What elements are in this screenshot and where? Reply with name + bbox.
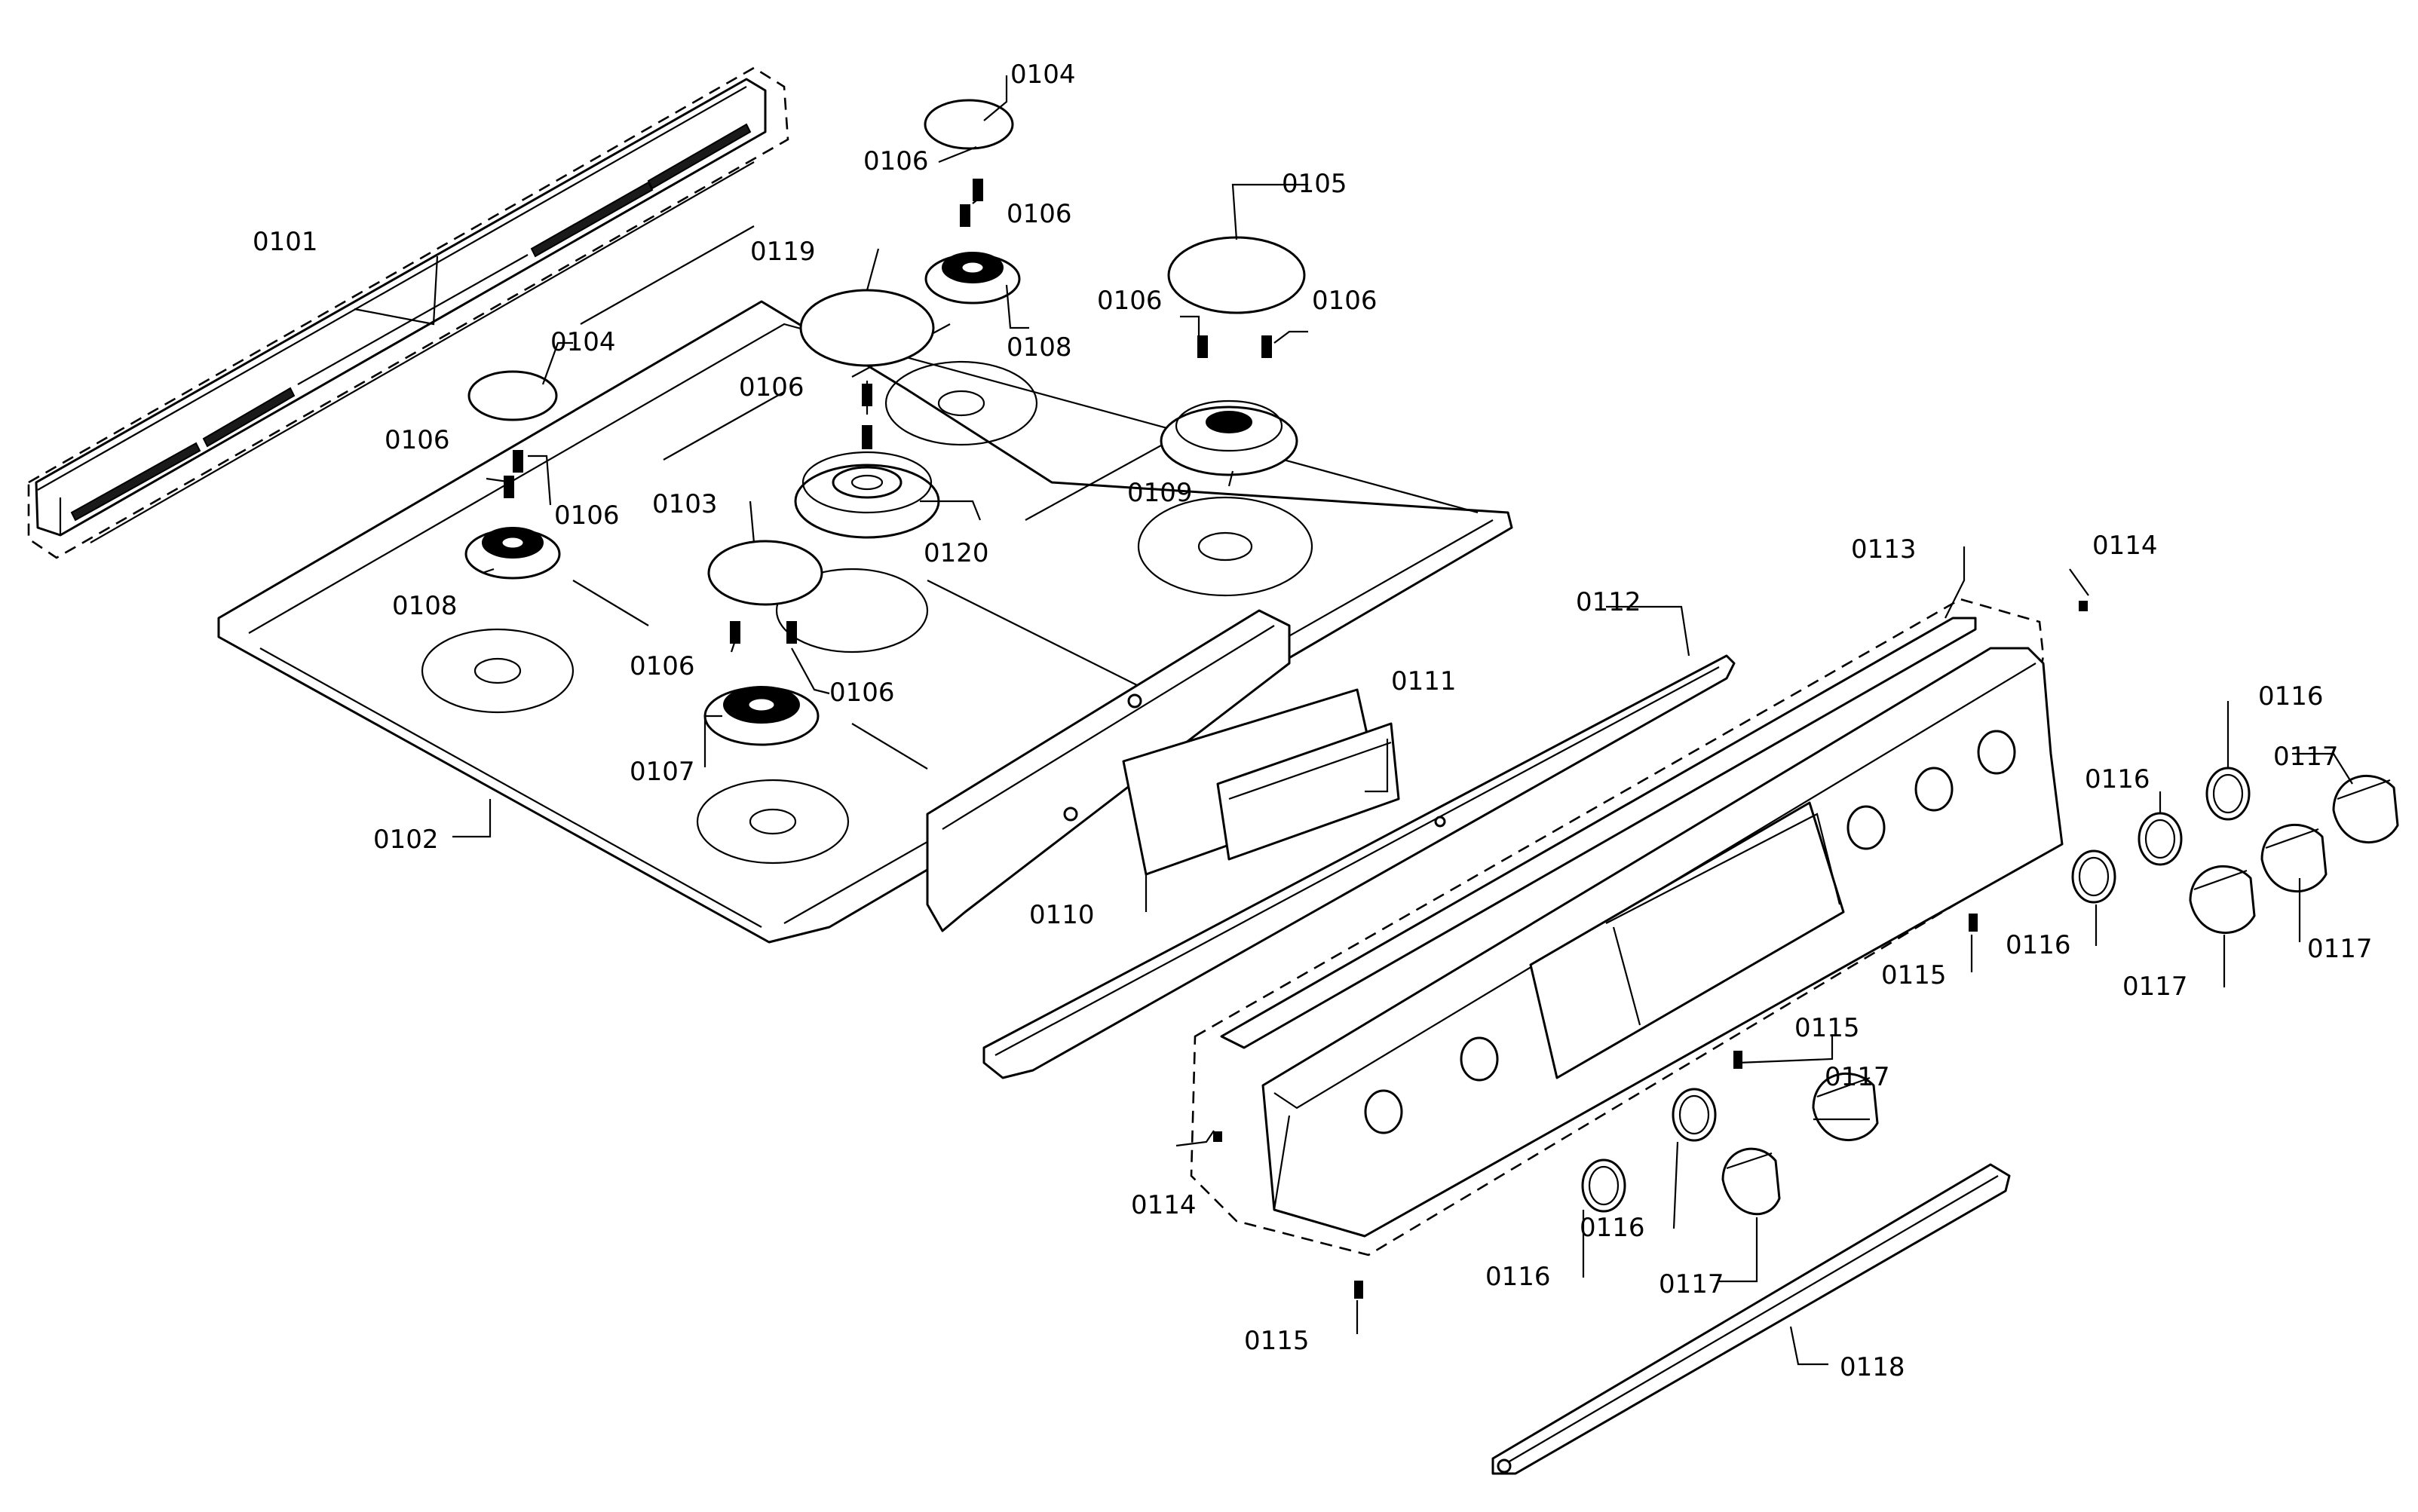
label-0109: 0109	[1127, 478, 1193, 508]
label-0116-d: 0116	[1485, 1262, 1551, 1292]
strap-0118	[1491, 1163, 2011, 1475]
label-0117-d: 0117	[1825, 1062, 1890, 1092]
label-0116-a: 0116	[2006, 930, 2071, 960]
bracket-0110	[926, 609, 1291, 932]
label-0106-c: 0106	[385, 425, 450, 455]
label-0116-b: 0116	[2085, 764, 2150, 794]
burner-head-0107	[703, 686, 820, 746]
knob-0117-group	[1721, 774, 2399, 1216]
screw-0114-0115-group	[1213, 601, 2088, 1299]
label-0115-c: 0115	[1244, 1326, 1310, 1356]
label-0101: 0101	[253, 227, 318, 257]
label-0105: 0105	[1282, 169, 1347, 199]
label-0104-top: 0104	[1010, 60, 1076, 90]
label-0114-top: 0114	[2092, 531, 2158, 561]
label-0117-a: 0117	[2273, 742, 2339, 772]
label-0108-top: 0108	[1007, 332, 1072, 363]
label-0106-h: 0106	[630, 651, 695, 681]
burner-cap-0104-left	[467, 370, 558, 421]
label-0114-bottom: 0114	[1131, 1190, 1197, 1220]
burner-cap-0119	[799, 289, 935, 367]
label-0119: 0119	[750, 237, 816, 267]
burner-head-0108-top	[924, 252, 1021, 305]
label-0107: 0107	[630, 757, 695, 787]
burner-head-0108-left	[464, 527, 561, 580]
label-0110: 0110	[1029, 900, 1095, 930]
controller-0111	[1122, 688, 1400, 876]
label-0106-e: 0106	[1097, 286, 1163, 316]
burner-cap-0103	[707, 540, 823, 606]
label-0106-g: 0106	[739, 372, 804, 402]
label-0117-b: 0117	[2307, 934, 2373, 964]
label-0102: 0102	[373, 825, 439, 855]
label-0116-e: 0116	[1580, 1213, 1645, 1243]
rail-0112	[982, 654, 1736, 1079]
label-0106-b: 0106	[1007, 199, 1072, 229]
burner-head-0120	[794, 451, 940, 539]
burner-cap-0105	[1167, 236, 1306, 314]
leader-lines	[354, 75, 2353, 1366]
cooktop-0102	[217, 225, 1513, 944]
label-0113: 0113	[1851, 534, 1917, 565]
burner-head-0109	[1160, 399, 1298, 476]
label-0117-c: 0117	[2122, 972, 2188, 1002]
label-0108-left: 0108	[392, 591, 458, 621]
knob-ring-0116-group	[1581, 767, 2251, 1213]
label-0104-left: 0104	[550, 327, 616, 357]
label-0111: 0111	[1391, 666, 1457, 696]
label-0115-a: 0115	[1881, 960, 1947, 990]
label-0115-b: 0115	[1794, 1013, 1860, 1043]
label-0118: 0118	[1840, 1352, 1905, 1382]
label-0112: 0112	[1576, 587, 1641, 617]
part-labels: 0104 0101 0104 0105 0119 0103 0106 0106 …	[253, 60, 2373, 1382]
label-0103: 0103	[652, 489, 718, 519]
label-0120: 0120	[924, 538, 989, 568]
rear-trim-0101	[27, 66, 789, 559]
burner-cap-0104-top	[924, 99, 1014, 150]
label-0106-i: 0106	[829, 678, 895, 708]
label-0117-e: 0117	[1659, 1269, 1724, 1299]
label-0106-f: 0106	[1312, 286, 1378, 316]
label-0116-c: 0116	[2258, 681, 2324, 712]
control-panel-0113	[1190, 598, 2064, 1256]
label-0106-a: 0106	[863, 146, 929, 176]
label-0106-d: 0106	[554, 500, 620, 531]
